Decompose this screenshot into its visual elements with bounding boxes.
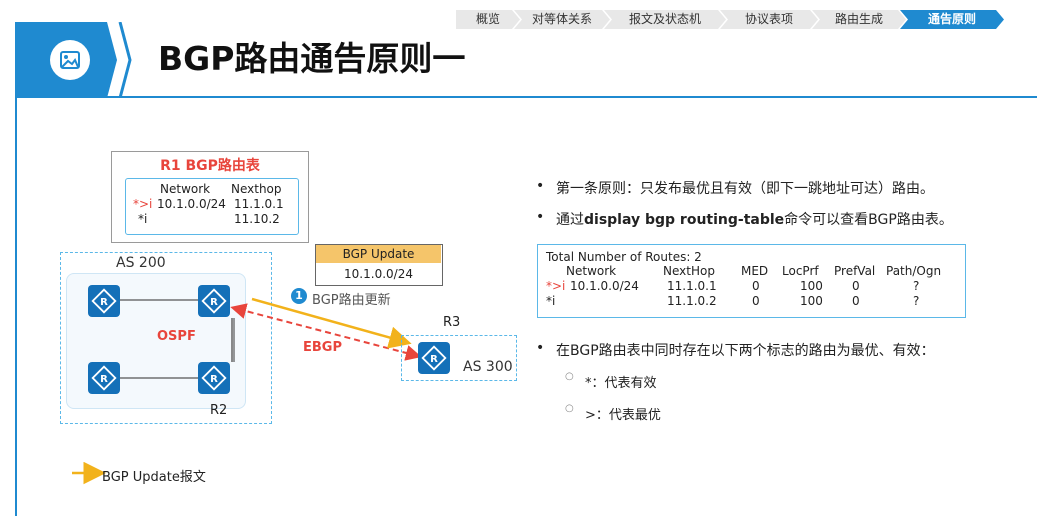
chevron-icon bbox=[118, 21, 132, 102]
tab-route-generation[interactable]: 路由生成 bbox=[812, 10, 906, 29]
rt-row2-nexthop: 11.10.2 bbox=[234, 212, 280, 226]
tab-overview[interactable]: 概览 bbox=[456, 10, 520, 29]
cli-header-path: Path/Ogn bbox=[886, 264, 942, 278]
cli-header-nexthop: NextHop bbox=[663, 264, 715, 278]
legend-label: BGP Update报文 bbox=[102, 470, 206, 485]
bullet-best-valid: • 在BGP路由表中同时存在以下两个标志的路由为最优、有效： bbox=[536, 340, 935, 360]
router-r1-icon: R bbox=[198, 285, 230, 317]
cli-row1-med: 0 bbox=[752, 279, 760, 293]
as200-label: AS 200 bbox=[116, 255, 166, 271]
bullet-command-pre: 通过 bbox=[556, 212, 584, 228]
ospf-label: OSPF bbox=[157, 329, 196, 344]
routing-table-box bbox=[111, 151, 309, 243]
page-title: BGP路由通告原则一 bbox=[158, 39, 466, 78]
r3-label: R3 bbox=[443, 315, 461, 330]
bullet-dot: • bbox=[536, 209, 545, 225]
cli-header-prefval: PrefVal bbox=[834, 264, 876, 278]
update-arrow bbox=[251, 297, 412, 349]
ebgp-link bbox=[230, 303, 422, 361]
router-icon: R bbox=[88, 362, 120, 394]
bgp-update-box bbox=[315, 244, 443, 286]
sub-bullet-best: ○ >：代表最优 bbox=[565, 403, 661, 423]
svg-text:R: R bbox=[100, 374, 108, 385]
as300-label: AS 300 bbox=[463, 359, 513, 375]
step-badge: 1 bbox=[291, 288, 307, 304]
bullet-principle: • 第一条原则：只发布最优且有效（即下一跳地址可达）路由。 bbox=[536, 178, 934, 198]
sub-bullet-valid: ○ *：代表有效 bbox=[565, 371, 657, 391]
rt-row1-flag: *>i bbox=[133, 197, 153, 211]
routing-table-entries bbox=[125, 178, 299, 235]
rt-header-nexthop: Nexthop bbox=[231, 182, 282, 196]
cli-row1-network: 10.1.0.0/24 bbox=[570, 279, 639, 293]
router-icon: R bbox=[88, 285, 120, 317]
tab-peer-relation[interactable]: 对等体关系 bbox=[514, 10, 610, 29]
header-divider bbox=[15, 96, 1037, 98]
cli-header-network: Network bbox=[566, 264, 617, 278]
rt-row1-nexthop: 11.1.0.1 bbox=[234, 197, 284, 211]
ring-bullet-icon: ○ bbox=[565, 403, 574, 414]
routing-table-title: R1 BGP路由表 bbox=[160, 158, 260, 174]
cli-row2-med: 0 bbox=[752, 294, 760, 308]
header-band bbox=[0, 22, 1037, 98]
cli-header-locprf: LocPrf bbox=[782, 264, 819, 278]
ring-bullet-icon: ○ bbox=[565, 371, 574, 382]
rt-row1-network: 10.1.0.0/24 bbox=[157, 197, 226, 211]
cli-row1-prefval: 0 bbox=[852, 279, 860, 293]
bullet-best-valid-text: 在BGP路由表中同时存在以下两个标志的路由为最优、有效： bbox=[556, 343, 935, 359]
bullet-command: • 通过display bgp routing-table命令可以查看BGP路由… bbox=[536, 209, 953, 229]
cli-row2-nexthop: 11.1.0.2 bbox=[667, 294, 717, 308]
left-divider bbox=[15, 96, 17, 516]
as300-boundary bbox=[401, 335, 517, 381]
cli-header-med: MED bbox=[741, 264, 769, 278]
router-r3-icon: R bbox=[418, 342, 450, 374]
tab-advertisement-principles[interactable]: 通告原则 bbox=[900, 10, 1004, 29]
cli-row1-flag: *>i bbox=[546, 279, 566, 293]
cli-output-box bbox=[537, 244, 966, 318]
bullet-command-post: 命令可以查看BGP路由表。 bbox=[784, 212, 953, 228]
cli-row2-prefval: 0 bbox=[852, 294, 860, 308]
tab-protocol-tables[interactable]: 协议表项 bbox=[720, 10, 818, 29]
svg-text:R: R bbox=[100, 297, 108, 308]
svg-text:R: R bbox=[430, 354, 438, 365]
cli-total: Total Number of Routes: 2 bbox=[546, 250, 702, 264]
svg-text:R: R bbox=[210, 297, 218, 308]
tab-messages-fsm[interactable]: 报文及状态机 bbox=[604, 10, 726, 29]
bullet-dot: • bbox=[536, 340, 545, 356]
svg-text:R: R bbox=[210, 374, 218, 385]
cli-row2-path: ? bbox=[913, 294, 920, 308]
rt-row2-flag: *i bbox=[138, 212, 148, 226]
cli-row1-nexthop: 11.1.0.1 bbox=[667, 279, 717, 293]
bullet-command-name: display bgp routing-table bbox=[584, 212, 785, 228]
cli-row1-locprf: 100 bbox=[800, 279, 823, 293]
image-icon bbox=[50, 40, 90, 80]
sub-bullet-valid-text: *：代表有效 bbox=[585, 376, 657, 391]
r2-label: R2 bbox=[210, 403, 228, 418]
cli-row2-flag: *i bbox=[546, 294, 556, 308]
bullet-dot: • bbox=[536, 178, 545, 194]
cli-row1-path: ? bbox=[913, 279, 920, 293]
sub-bullet-best-text: >：代表最优 bbox=[585, 408, 661, 423]
cli-row2-locprf: 100 bbox=[800, 294, 823, 308]
rt-header-network: Network bbox=[160, 182, 211, 196]
step-label: BGP路由更新 bbox=[312, 293, 391, 308]
bgp-update-header: BGP Update bbox=[316, 245, 441, 263]
bullet-principle-text: 第一条原则：只发布最优且有效（即下一跳地址可达）路由。 bbox=[556, 181, 934, 197]
ebgp-label: EBGP bbox=[303, 340, 342, 355]
router-r2-icon: R bbox=[198, 362, 230, 394]
bgp-update-prefix: 10.1.0.0/24 bbox=[344, 267, 413, 281]
